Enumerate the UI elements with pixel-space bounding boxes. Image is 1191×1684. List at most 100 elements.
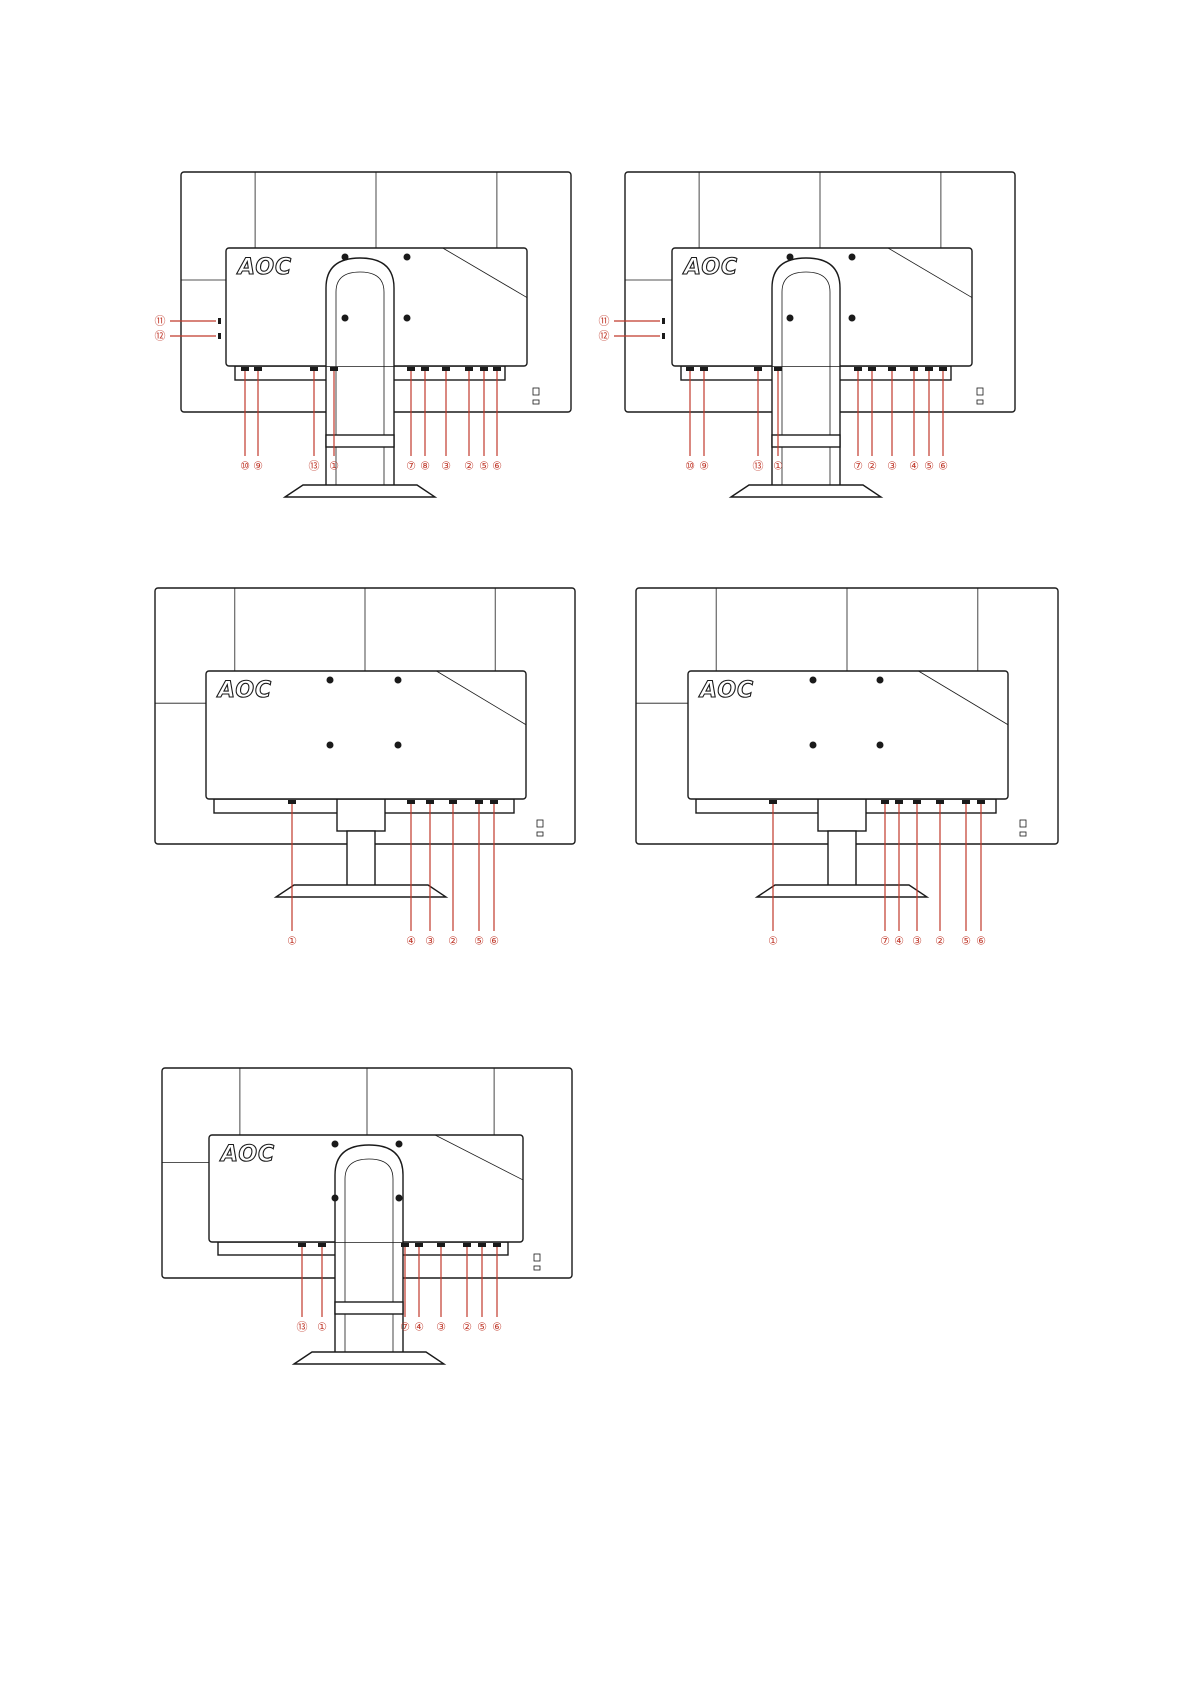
callout-number: ④ [894,935,904,948]
port-connector [475,800,483,804]
vesa-hole [849,315,856,322]
port-connector [401,1243,409,1247]
side-port [662,333,665,339]
port-connector [490,800,498,804]
kensington-lock-icon [1020,820,1026,827]
aoc-logo: AOC [236,255,292,280]
lock-slot [534,1266,540,1270]
vesa-hole [396,1141,403,1148]
callout-number: ⑦ [853,460,863,473]
callout-number: ⑩ [685,460,695,473]
stand-base [294,1352,444,1364]
callout-number: ⑪ [599,315,610,328]
vesa-hole [877,677,884,684]
callout-number: ④ [909,460,919,473]
cable-clip [326,435,394,447]
callout-number: ① [773,460,783,473]
callout-number: ⑦ [400,1321,410,1334]
callout-number: ⑩ [240,460,250,473]
cable-clip [335,1302,403,1314]
callout-number: ⑬ [309,460,320,473]
callout-number: ⑫ [155,330,166,343]
port-connector [415,1243,423,1247]
port-connector [977,800,985,804]
port-connector [888,367,896,371]
port-connector [437,1243,445,1247]
port-connector [895,800,903,804]
side-port [662,318,665,324]
aoc-logo: AOC [219,1142,275,1167]
callout-number: ⑨ [699,460,709,473]
callout-number: ① [317,1321,327,1334]
port-connector [463,1243,471,1247]
vesa-hole [395,677,402,684]
vesa-hole [404,254,411,261]
side-port [218,333,221,339]
port-connector [407,800,415,804]
port-connector [493,367,501,371]
stand-base [285,485,435,497]
monitor-rear-view-2: AOC⑪⑫⑩⑨⑬①⑦②③④⑤⑥ [599,172,1016,497]
aoc-logo: AOC [698,678,754,703]
callout-number: ③ [912,935,922,948]
callout-number: ② [935,935,945,948]
vesa-hole [396,1195,403,1202]
callout-number: ⑨ [253,460,263,473]
stand-base [276,885,446,897]
lock-slot [537,832,543,836]
callout-number: ⑧ [420,460,430,473]
callout-number: ② [464,460,474,473]
callout-number: ⑪ [155,315,166,328]
callout-number: ⑬ [753,460,764,473]
vesa-hole [810,677,817,684]
vesa-hole [404,315,411,322]
callout-number: ② [867,460,877,473]
port-connector [700,367,708,371]
stand-neck [828,831,856,887]
port-connector [881,800,889,804]
port-connector [330,367,338,371]
vesa-hole [342,315,349,322]
port-connector [478,1243,486,1247]
callout-number: ① [329,460,339,473]
callout-number: ① [287,935,297,948]
callout-number: ⑤ [924,460,934,473]
port-connector [421,367,429,371]
lock-slot [533,400,539,404]
port-connector [925,367,933,371]
vesa-hole [342,254,349,261]
port-connector [241,367,249,371]
port-connector [426,800,434,804]
callout-number: ⑥ [492,460,502,473]
port-connector [769,800,777,804]
kensington-lock-icon [534,1254,540,1261]
port-connector [465,367,473,371]
callout-number: ③ [425,935,435,948]
port-connector [298,1243,306,1247]
vesa-hole [849,254,856,261]
port-connector [854,367,862,371]
kensington-lock-icon [537,820,543,827]
stand-hinge [337,799,385,831]
port-connector [910,367,918,371]
port-connector [754,367,762,371]
vesa-hole [810,742,817,749]
stand-base [757,885,927,897]
cable-clip [772,435,840,447]
side-port [218,318,221,324]
callout-number: ⑥ [489,935,499,948]
port-connector [480,367,488,371]
stand-hinge [818,799,866,831]
callout-number: ⑦ [406,460,416,473]
port-connector [493,1243,501,1247]
vesa-hole [332,1141,339,1148]
callout-number: ③ [441,460,451,473]
port-connector [449,800,457,804]
port-connector [254,367,262,371]
monitor-rear-view-3: AOC①④③②⑤⑥ [155,588,575,948]
port-connector [686,367,694,371]
callout-number: ⑦ [880,935,890,948]
kensington-lock-icon [977,388,983,395]
